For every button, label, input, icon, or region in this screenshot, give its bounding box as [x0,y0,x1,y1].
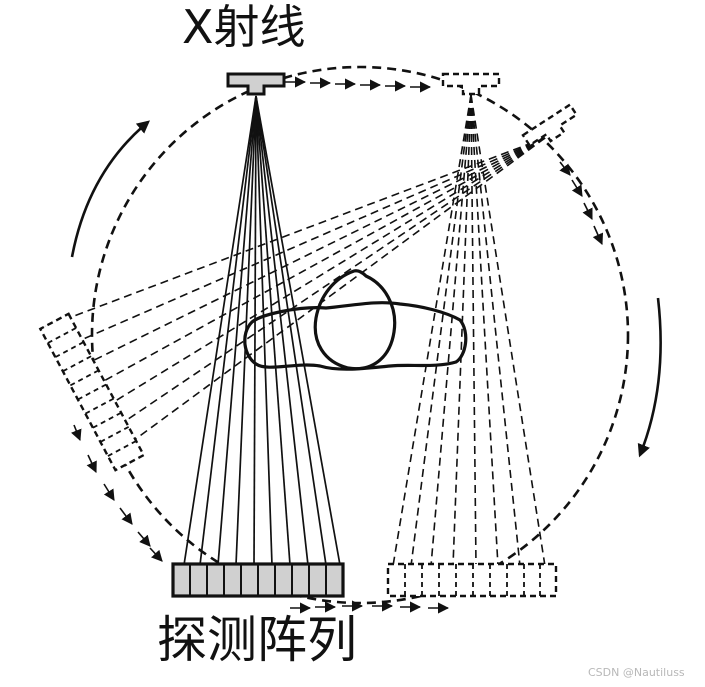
rotation-arrow-right [637,297,662,458]
fan-beam-position-2 [392,94,546,567]
detector-array-position-2 [386,562,558,598]
xray-source-position-2 [441,72,501,96]
gantry-circle [90,65,630,605]
fan-beam-position-1 [183,95,341,566]
bottom-motion-arrows [290,600,450,614]
detector-array-position-3 [38,312,146,472]
xray-source-position-1 [226,72,286,96]
fan-beam-position-3 [44,137,546,453]
scanned-object [243,269,468,371]
xray-source-position-3 [521,103,579,147]
right-motion-arrows [559,161,604,246]
left-motion-arrows [71,424,163,562]
rotation-arrow-left [70,120,150,258]
top-motion-arrows [285,76,432,93]
xray-label: X射线 [182,0,306,54]
heart-outline [313,269,397,371]
detector-array-label: 探测阵列 [157,611,357,669]
body-outline [243,301,468,371]
watermark: CSDN @Nautiluss [588,666,685,679]
detector-array-position-1 [171,562,345,598]
